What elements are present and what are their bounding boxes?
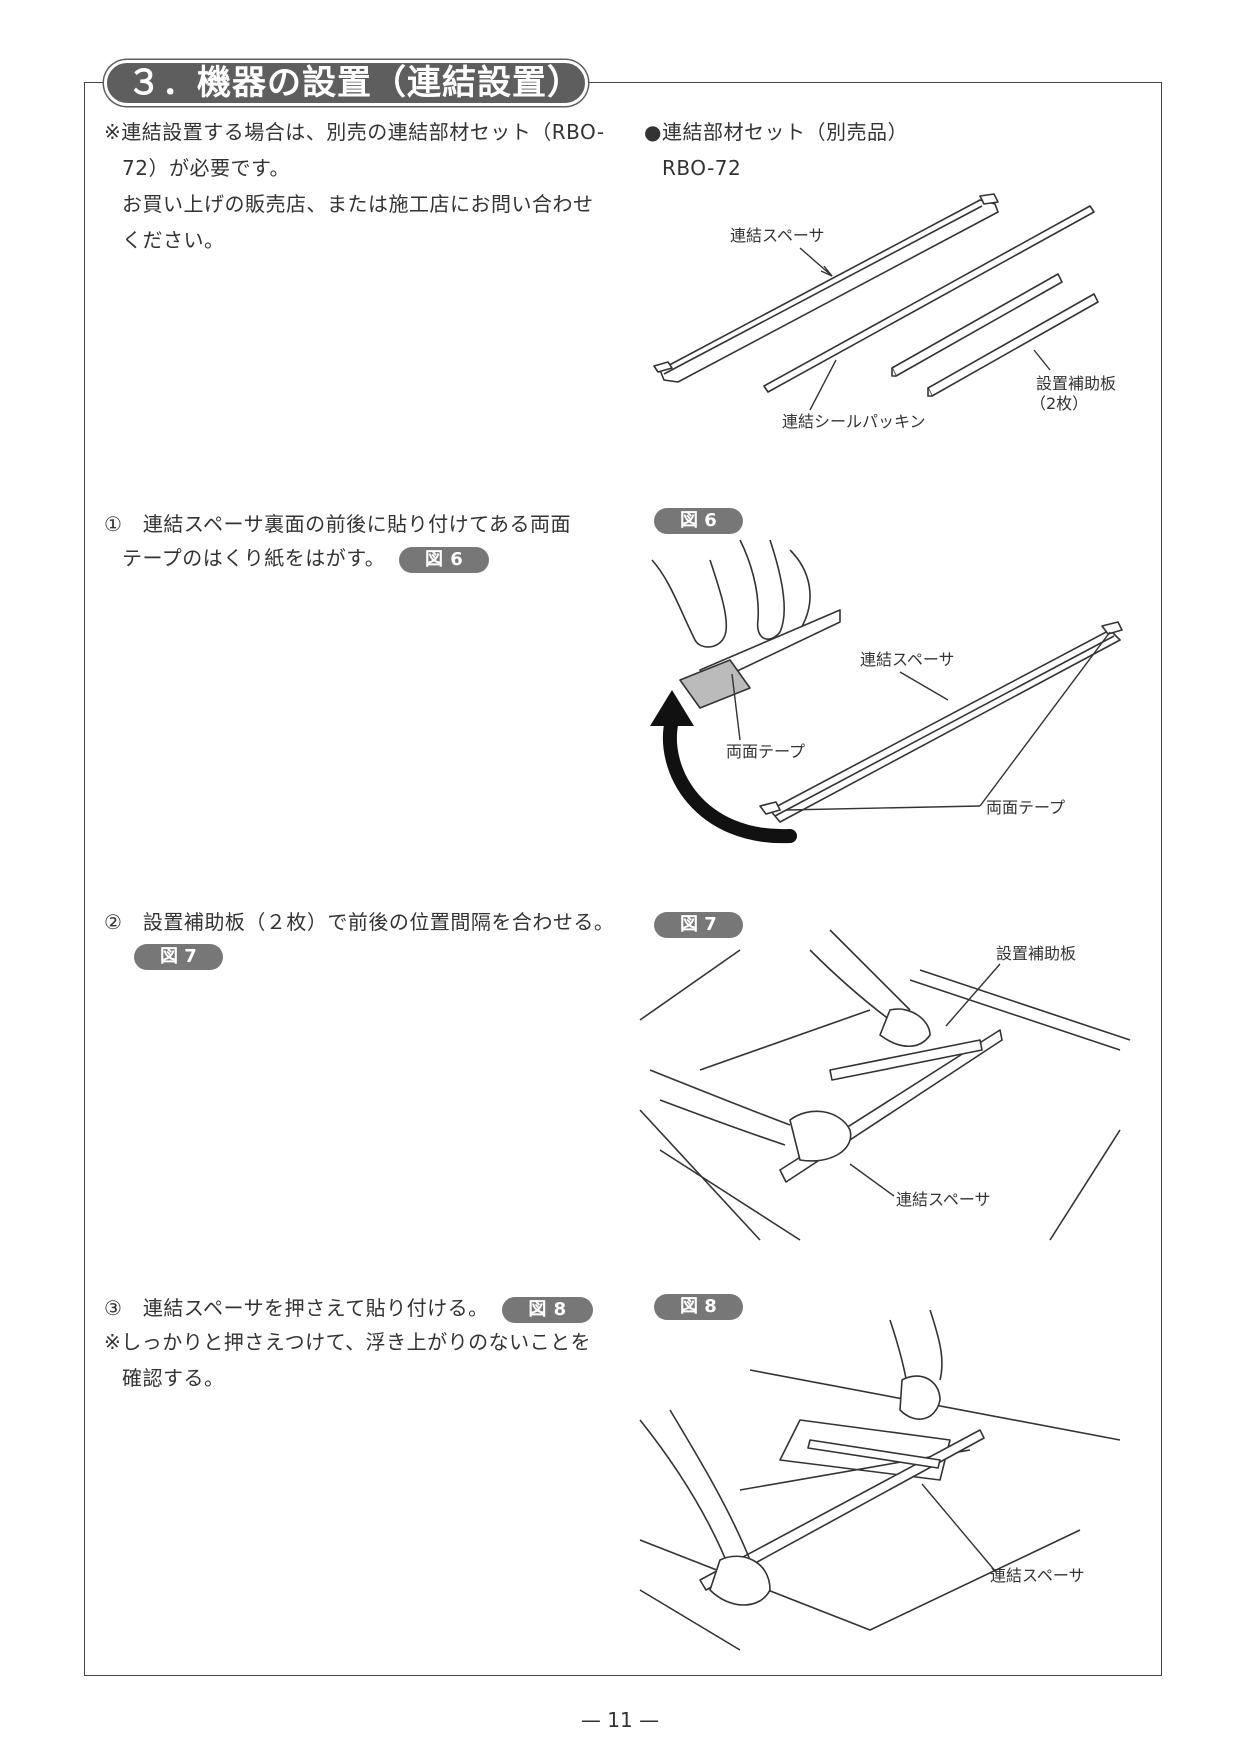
section-title: ３．機器の設置（連結設置）	[104, 60, 588, 106]
step1-line1: ① 連結スペーサ裏面の前後に貼り付けてある両面	[104, 512, 572, 536]
step1-figure-ref: 図 6	[399, 546, 490, 573]
kit-model: RBO-72	[662, 156, 742, 180]
page-number: — 11 —	[580, 1708, 660, 1732]
intro-note-line3: お買い上げの販売店、または施工店にお問い合わせ	[122, 192, 594, 216]
step3-note-line2: 確認する。	[122, 1366, 225, 1390]
kit-parts-illustration	[653, 193, 1099, 397]
step1-line2: テープのはくり紙をはがす。 図 6	[122, 540, 490, 576]
step2-figure-ref: 図 7	[134, 944, 223, 970]
step3-figure-ref: 図 8	[502, 1296, 593, 1323]
fig6-illustration	[650, 539, 1123, 844]
step2-line1: ② 設置補助板（２枚）で前後の位置間隔を合わせる。	[104, 910, 615, 934]
step3-note-line1: ※しっかりと押さえつけて、浮き上がりのないことを	[104, 1330, 592, 1354]
intro-note-line2: 72）が必要です。	[122, 156, 290, 180]
fig7-label-plate: 設置補助板	[996, 944, 1077, 963]
fig7-badge: 図 7	[654, 912, 743, 938]
page-frame	[84, 82, 1162, 1676]
kit-title: ●連結部材セット（別売品）	[644, 120, 908, 144]
fig7-label-spacer: 連結スペーサ	[896, 1190, 991, 1209]
step3-line1: ③ 連結スペーサを押さえて貼り付ける。 図 8	[104, 1290, 593, 1326]
fig6-label-tape-b: 両面テープ	[986, 798, 1066, 817]
step1-line2-text: テープのはくり紙をはがす。	[122, 546, 386, 570]
kit-label-plate-count: （2枚）	[1030, 394, 1089, 413]
kit-label-plate: 設置補助板	[1036, 374, 1117, 393]
fig8-illustration	[639, 1309, 1121, 1651]
step3-line1-text: ③ 連結スペーサを押さえて貼り付ける。	[104, 1296, 489, 1320]
kit-label-spacer: 連結スペーサ	[730, 226, 825, 245]
intro-note-line1: ※連結設置する場合は、別売の連結部材セット（RBO-	[104, 120, 605, 144]
fig8-label-spacer: 連結スペーサ	[990, 1566, 1085, 1585]
intro-note-line4: ください。	[122, 228, 225, 252]
fig7-illustration	[639, 929, 1131, 1241]
fig6-label-spacer: 連結スペーサ	[860, 650, 955, 669]
kit-label-packing: 連結シールパッキン	[782, 412, 926, 431]
fig6-label-tape-a: 両面テープ	[726, 742, 806, 761]
fig6-badge: 図 6	[654, 508, 743, 534]
fig8-badge: 図 8	[654, 1294, 743, 1320]
